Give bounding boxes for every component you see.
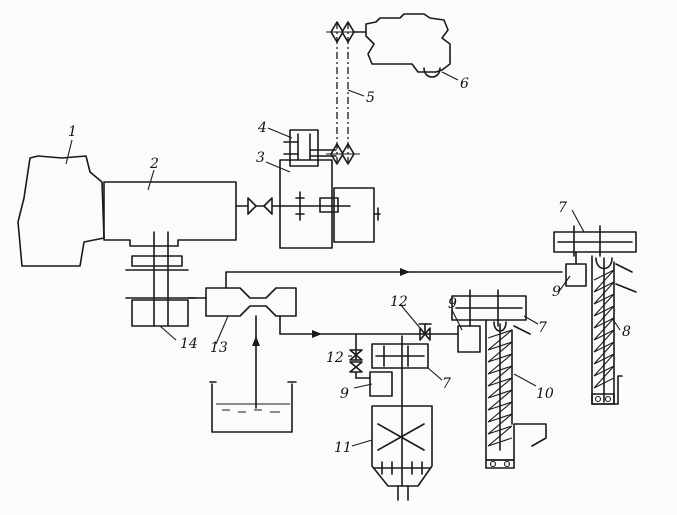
label-6: 6 (460, 76, 469, 92)
valve-12-upper (418, 323, 432, 341)
label-12-lower: 12 (326, 350, 344, 366)
label-12-upper: 12 (390, 294, 408, 310)
label-9-middle: 9 (448, 296, 457, 312)
water-tank (209, 381, 297, 433)
mixing-tank-11 (371, 405, 433, 501)
box-9-right (565, 251, 587, 287)
label-8: 8 (622, 324, 631, 340)
screw-conveyor-8 (591, 255, 637, 405)
injector-13 (205, 287, 297, 409)
pipe-lower (279, 315, 459, 361)
box-9-left (355, 371, 393, 397)
engine-1 (17, 155, 105, 267)
label-5: 5 (366, 90, 375, 106)
label-4: 4 (257, 120, 267, 136)
valve-12-lower (349, 349, 363, 379)
pipe-upper (225, 268, 563, 289)
housing-2 (103, 181, 237, 247)
gearbox-3 (279, 159, 381, 249)
box-9-middle (457, 325, 481, 353)
coupling (235, 197, 285, 215)
gear-7-left (371, 335, 429, 487)
label-7-left: 7 (442, 376, 451, 392)
screw-conveyor-10 (485, 319, 547, 469)
label-1: 1 (68, 124, 77, 140)
gear-set-14 (125, 231, 207, 327)
label-13: 13 (210, 340, 228, 356)
gear-7-right (553, 225, 637, 257)
label-11: 11 (334, 440, 352, 456)
gear-7-middle (451, 289, 527, 327)
label-7-middle: 7 (538, 320, 547, 336)
label-2: 2 (149, 156, 159, 172)
label-7-right: 7 (558, 200, 567, 216)
label-9-right: 9 (552, 284, 561, 300)
chain-drive-5 (326, 21, 360, 165)
label-14: 14 (180, 336, 198, 352)
label-9-left: 9 (340, 386, 349, 402)
leader-lines (65, 71, 621, 447)
label-3: 3 (256, 150, 265, 166)
unit-6 (353, 13, 451, 78)
label-10: 10 (536, 386, 554, 402)
